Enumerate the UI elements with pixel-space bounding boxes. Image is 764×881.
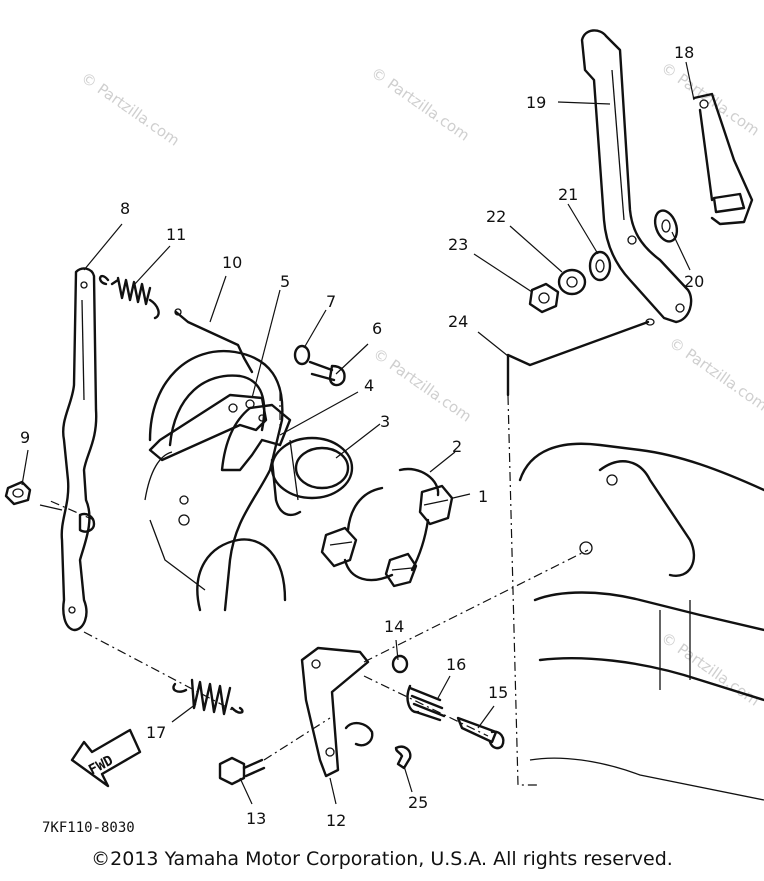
part-25-screw (394, 745, 412, 770)
engine-casting-left (144, 349, 287, 612)
callout-1: 1 (478, 487, 488, 506)
part-12-bracket (300, 646, 374, 778)
watermark: © Partzilla.com (666, 334, 764, 415)
callout-21: 21 (558, 185, 578, 204)
callout-24: 24 (448, 312, 468, 331)
assembly-lines (47, 392, 589, 786)
callout-20: 20 (684, 272, 704, 291)
watermark: © Partzilla.com (78, 69, 183, 150)
fwd-arrow-icon: FWD (70, 728, 142, 788)
callout-9: 9 (20, 428, 30, 447)
part-1-2-grommets (320, 467, 454, 588)
part-21-washer (588, 250, 612, 282)
part-7-washer (293, 344, 311, 366)
callout-2: 2 (452, 437, 462, 456)
part-4-arm (220, 403, 292, 472)
callout-14: 14 (384, 617, 404, 636)
callout-12: 12 (326, 811, 346, 830)
part-6-screw (308, 360, 346, 387)
callout-5: 5 (280, 272, 290, 291)
watermark: © Partzilla.com (658, 629, 763, 710)
part-15-bolt (456, 716, 505, 750)
callouts: 1 2 3 4 5 6 7 8 9 10 11 12 13 14 15 16 1… (20, 43, 704, 830)
part-22-washer (557, 268, 587, 296)
callout-7: 7 (326, 292, 336, 311)
engine-casting-right (518, 442, 764, 801)
part-14-nut (391, 654, 409, 674)
part-10-rod (174, 308, 254, 374)
part-9-nut (4, 480, 32, 506)
diagram-code: 7KF110-8030 (42, 820, 135, 836)
callout-13: 13 (246, 809, 266, 828)
part-3-ring (270, 436, 354, 516)
callout-3: 3 (380, 412, 390, 431)
callout-23: 23 (448, 235, 468, 254)
callout-8: 8 (120, 199, 130, 218)
watermark: © Partzilla.com (658, 59, 763, 140)
leader-lines (21, 61, 695, 805)
part-11-spring (98, 274, 160, 320)
part-19-lever (580, 29, 693, 324)
callout-15: 15 (488, 683, 508, 702)
part-8-shift-lever (39, 267, 98, 632)
callout-17: 17 (146, 723, 166, 742)
callout-10: 10 (222, 253, 242, 272)
watermark: © Partzilla.com (368, 64, 473, 145)
callout-16: 16 (446, 655, 466, 674)
part-13-bolt (218, 756, 266, 786)
copyright-notice: ©2013 Yamaha Motor Corporation, U.S.A. A… (91, 848, 673, 870)
callout-6: 6 (372, 319, 382, 338)
callout-19: 19 (526, 93, 546, 112)
callout-25: 25 (408, 793, 428, 812)
watermarks: © Partzilla.com © Partzilla.com © Partzi… (78, 59, 764, 710)
part-23-nut (528, 282, 560, 314)
callout-11: 11 (166, 225, 186, 244)
part-20-washer (653, 209, 679, 243)
part-24-rod (506, 318, 655, 397)
part-5-bracket (148, 393, 268, 462)
callout-4: 4 (364, 376, 374, 395)
part-18-bracket (692, 92, 754, 226)
callout-22: 22 (486, 207, 506, 226)
callout-18: 18 (674, 43, 694, 62)
part-16-spring (406, 684, 446, 722)
